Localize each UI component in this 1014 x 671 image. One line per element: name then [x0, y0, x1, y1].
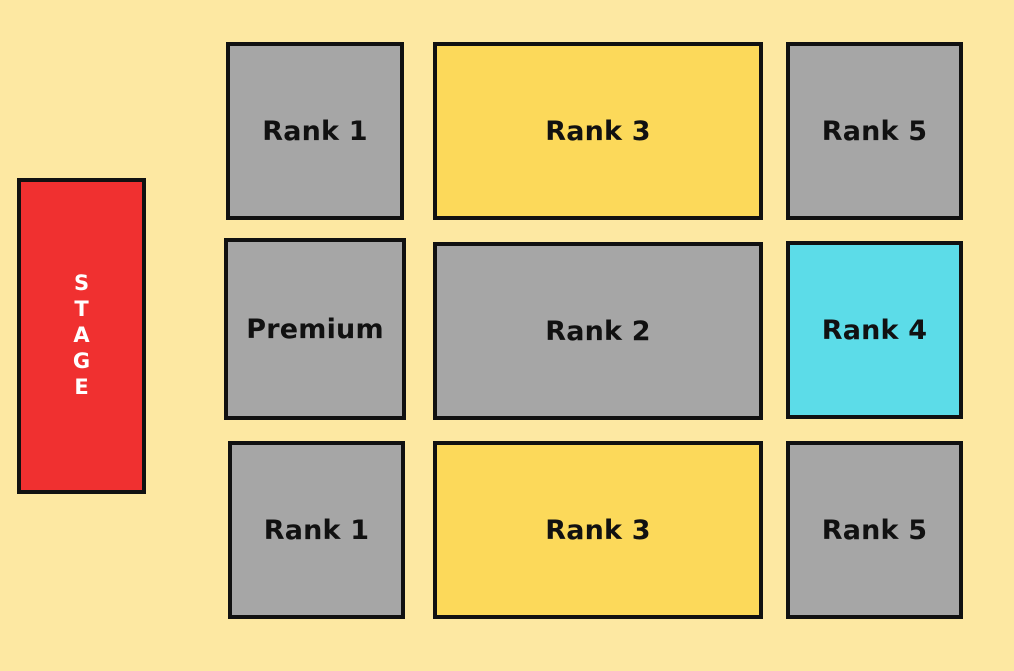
section-rank-1-bottom: Rank 1	[228, 441, 405, 619]
stage-area: STAGE	[17, 178, 146, 494]
section-label: Rank 5	[821, 514, 928, 546]
section-label: Rank 1	[262, 115, 368, 147]
section-label: Rank 2	[545, 315, 651, 347]
section-rank-5-top: Rank 5	[786, 42, 963, 220]
section-rank-1-top: Rank 1	[226, 42, 404, 220]
section-rank-2: Rank 2	[433, 242, 763, 420]
section-label: Rank 4	[821, 314, 928, 346]
section-label: Rank 1	[263, 514, 370, 546]
section-label: Rank 3	[545, 115, 651, 147]
section-label: Premium	[246, 313, 384, 345]
section-rank-3-top: Rank 3	[433, 42, 763, 220]
section-label: Rank 3	[545, 514, 651, 546]
stage-label: STAGE	[69, 271, 94, 401]
section-premium: Premium	[224, 238, 406, 420]
section-label: Rank 5	[821, 115, 928, 147]
section-rank-3-bottom: Rank 3	[433, 441, 763, 619]
section-rank-4: Rank 4	[786, 241, 963, 419]
section-rank-5-bottom: Rank 5	[786, 441, 963, 619]
